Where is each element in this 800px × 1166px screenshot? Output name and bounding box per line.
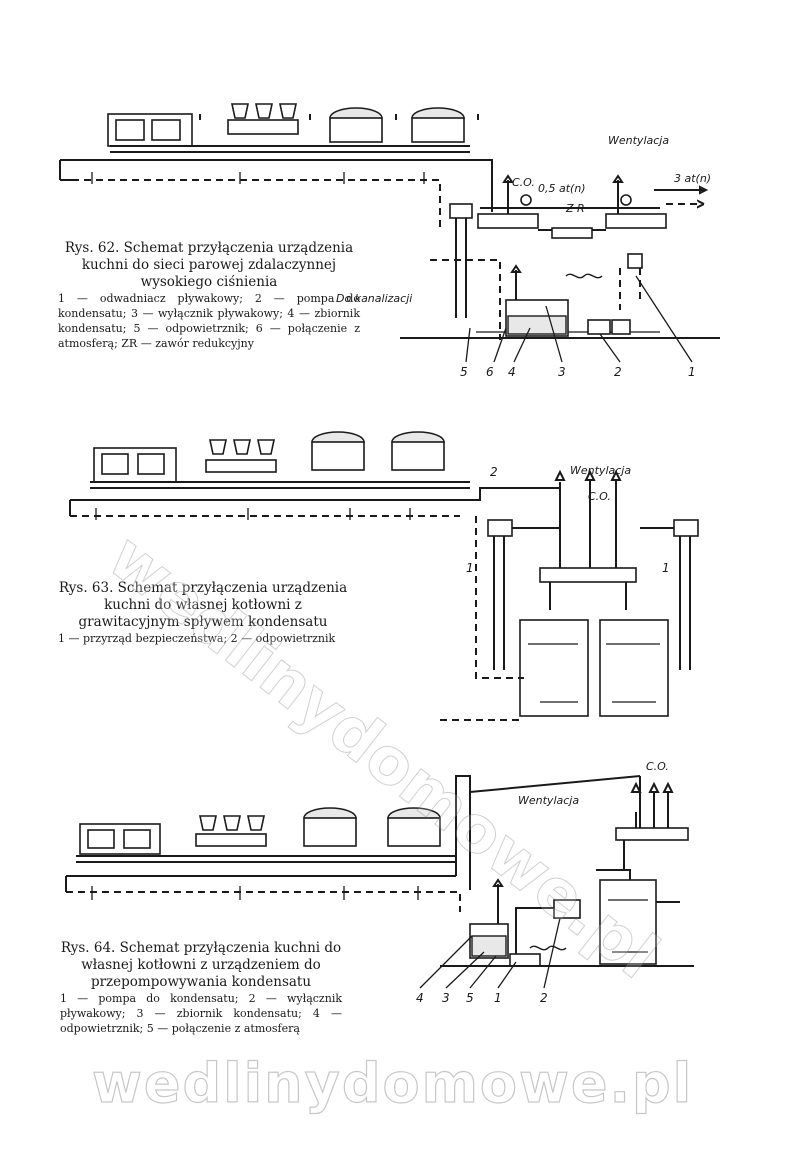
- figure-64-diagram: Wentylacja C.O. 4 3 5 1 2: [65, 760, 694, 1005]
- number-1-right: 1: [662, 561, 670, 575]
- number-4: 4: [508, 365, 516, 379]
- label-kanalizacja: Do kanalizacji: [336, 292, 412, 305]
- label-co: C.O.: [646, 760, 669, 773]
- number-6: 6: [486, 365, 494, 379]
- label-wentylacja: Wentylacja: [570, 464, 631, 477]
- label-wentylacja: Wentylacja: [518, 794, 579, 807]
- label-wentylacja: Wentylacja: [608, 134, 669, 147]
- number-5: 5: [466, 991, 474, 1005]
- number-2: 2: [540, 991, 548, 1005]
- kitchen-appliances: [79, 807, 441, 855]
- number-2: 2: [490, 465, 498, 479]
- number-1-left: 1: [466, 561, 474, 575]
- figure-62-diagram: Wentylacja C.O. 0,5 at(n) Z R 3 at(n) Do…: [59, 103, 720, 379]
- number-4: 4: [416, 991, 424, 1005]
- figure-64-title: Rys. 64. Schemat przyłączenia kuchni do …: [60, 940, 342, 990]
- figure-63-legend: 1 — przyrząd bezpieczeństwa; 2 — odpowie…: [58, 632, 336, 645]
- kitchen-appliances: [93, 431, 445, 483]
- label-pressure-high: 3 at(n): [674, 172, 711, 185]
- number-5: 5: [460, 365, 468, 379]
- number-2: 2: [614, 365, 622, 379]
- figure-62-legend: 1 — odwadniacz pływakowy; 2 — pompa do k…: [58, 292, 360, 350]
- kitchen-appliances: [107, 103, 465, 147]
- number-3: 3: [558, 365, 566, 379]
- figure-63-diagram: Wentylacja C.O. 2 1 1: [69, 431, 699, 721]
- figure-64-caption: Rys. 64. Schemat przyłączenia kuchni do …: [60, 940, 342, 1036]
- number-1: 1: [494, 991, 502, 1005]
- label-pressure-low: 0,5 at(n): [538, 182, 586, 195]
- watermark-bottom: wedlinydomowe.pl: [91, 1051, 694, 1115]
- figure-64-legend: 1 — pompa do kondensatu; 2 — wyłącznik p…: [60, 992, 342, 1035]
- figure-63-caption: Rys. 63. Schemat przyłączenia urządzenia…: [58, 580, 348, 646]
- figure-63-title: Rys. 63. Schemat przyłączenia urządzenia…: [58, 580, 348, 630]
- label-co: C.O.: [588, 490, 611, 503]
- label-co: C.O.: [512, 176, 535, 189]
- figure-62-caption: Rys. 62. Schemat przyłączenia urządzenia…: [58, 240, 360, 351]
- number-3: 3: [442, 991, 450, 1005]
- number-1: 1: [688, 365, 696, 379]
- label-zr: Z R: [565, 202, 585, 215]
- figure-62-title: Rys. 62. Schemat przyłączenia urządzenia…: [64, 240, 354, 290]
